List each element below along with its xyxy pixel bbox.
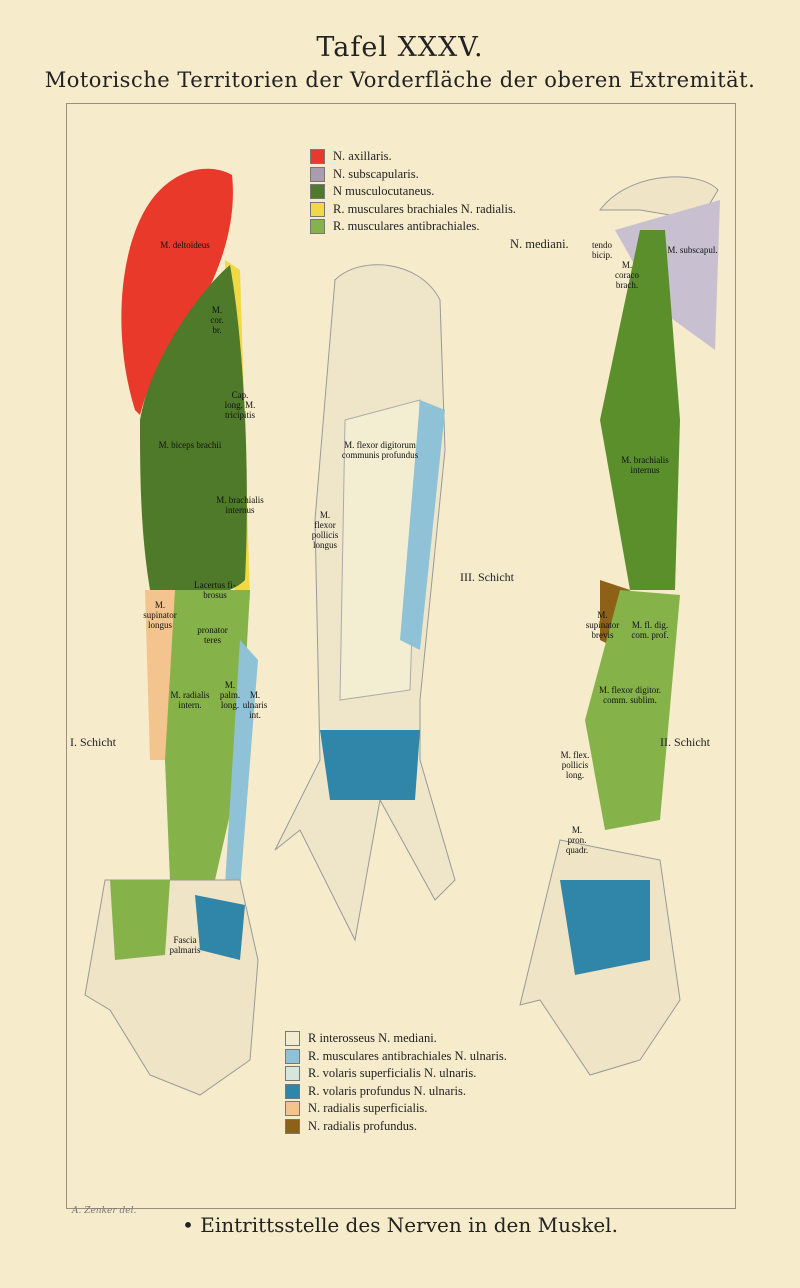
legend-item: R. volaris profundus N. ulnaris. [285, 1083, 507, 1101]
right-brachialis [600, 230, 680, 590]
label-fascia: Fascia palmaris [169, 935, 201, 955]
ulnar-strip [225, 640, 258, 890]
label-flexor-poll: M. flexor pollicis longus [311, 510, 339, 550]
artist-signature: A. Zenker del. [72, 1206, 137, 1216]
label-radialis-int: M. radialis intern. [170, 690, 210, 710]
label-pronator-quadr: M. pron. quadr. [565, 825, 589, 855]
legend-item: N. axillaris. [310, 148, 569, 166]
color-swatch-palegreen [285, 1066, 300, 1082]
thenar [110, 880, 170, 960]
layer-label-1: I. Schicht [70, 735, 116, 749]
label-flexor-sublim: M. flexor digitor. comm. sublim. [599, 685, 661, 705]
label-supinator-brevis: M. supinator brevis [585, 610, 620, 640]
color-swatch-darkgreen [310, 184, 325, 200]
color-swatch-yellow [310, 201, 325, 217]
color-swatch-lightblue [285, 1048, 300, 1064]
legend-item: R. musculares brachiales N. radialis. [310, 201, 569, 219]
legend-item: N. subscapularis. [310, 166, 569, 184]
flexor-profundus [339, 399, 421, 701]
label-fl-dig-prof: M. fl. dig. com. prof. [631, 620, 669, 640]
color-swatch-cream [285, 1031, 300, 1047]
legend-item: R. musculares antibrachiales. [310, 218, 569, 236]
deltoid-muscle [121, 168, 233, 415]
legend-item: R. volaris superficialis N. ulnaris. [285, 1065, 507, 1083]
forearm-flexors [165, 590, 250, 880]
color-swatch-blue [285, 1083, 300, 1099]
plate-title: Tafel XXXV. [316, 32, 484, 63]
color-swatch-red [310, 149, 325, 165]
plate-frame [66, 103, 736, 1209]
legend-tail: N. mediani. [510, 236, 569, 251]
right-palm-deep [560, 880, 650, 975]
label-flexor-poll-right: M. flex. pollicis long. [560, 750, 590, 780]
arm-layer-1 [84, 168, 259, 1096]
right-forearm [585, 590, 680, 830]
label-ulnaris: M. ulnaris int. [242, 690, 268, 720]
label-biceps: M. biceps brachii [158, 440, 222, 450]
arm-layer-3 [274, 264, 456, 942]
label-coraco-brach: M. coraco brach. [615, 260, 639, 290]
color-swatch-lilac [310, 166, 325, 182]
legend-item: N. radialis profundus. [285, 1118, 507, 1136]
legend-item: R interosseus N. mediani. [285, 1030, 507, 1048]
arm-layer-2 [519, 176, 720, 1076]
label-triceps: Cap. long. M. tricipitis [224, 390, 256, 420]
label-coracobrachialis: M. cor. br. [210, 305, 224, 335]
color-swatch-brown [285, 1118, 300, 1134]
legend-motor-top: N. axillaris. N. subscapularis. N muscul… [310, 148, 569, 253]
color-swatch-peach [285, 1101, 300, 1117]
label-supinator: M. supinator longus [143, 600, 177, 630]
legend-item: N. radialis superficialis. [285, 1100, 507, 1118]
label-flexor-dig-prof: M. flexor digitorum communis profundus [341, 440, 419, 460]
label-pronator: pronator teres [197, 625, 228, 645]
legend-motor-bottom: R interosseus N. mediani. R. musculares … [285, 1030, 507, 1135]
interosseus-blue [400, 400, 445, 650]
layer-label-3: III. Schicht [460, 570, 514, 584]
color-swatch-lightgreen [310, 219, 325, 235]
hypothenar [195, 895, 245, 960]
layer-label-2: II. Schicht [660, 735, 710, 749]
deep-palm [320, 730, 420, 800]
label-lacertus: Lacertus fi- brosus [194, 580, 236, 600]
label-subscapul: M. subscapul. [667, 245, 718, 255]
label-tendo: tendo bicip. [592, 240, 613, 260]
legend-item: R. musculares antibrachiales N. ulnaris. [285, 1048, 507, 1066]
biceps-muscle [140, 265, 247, 597]
label-brachialis-right: M. brachialis internus [621, 455, 669, 475]
caption-entry-point: • Eintrittsstelle des Nerven in den Musk… [182, 1213, 618, 1237]
label-deltoideus: M. deltoideus [160, 240, 210, 250]
legend-item: N musculocutaneus. [310, 183, 569, 201]
label-palmaris: M. palm. long. [219, 680, 241, 710]
plate-subtitle: Motorische Territorien der Vorderfläche … [44, 68, 756, 92]
label-brachialis-left: M. brachialis internus [216, 495, 264, 515]
